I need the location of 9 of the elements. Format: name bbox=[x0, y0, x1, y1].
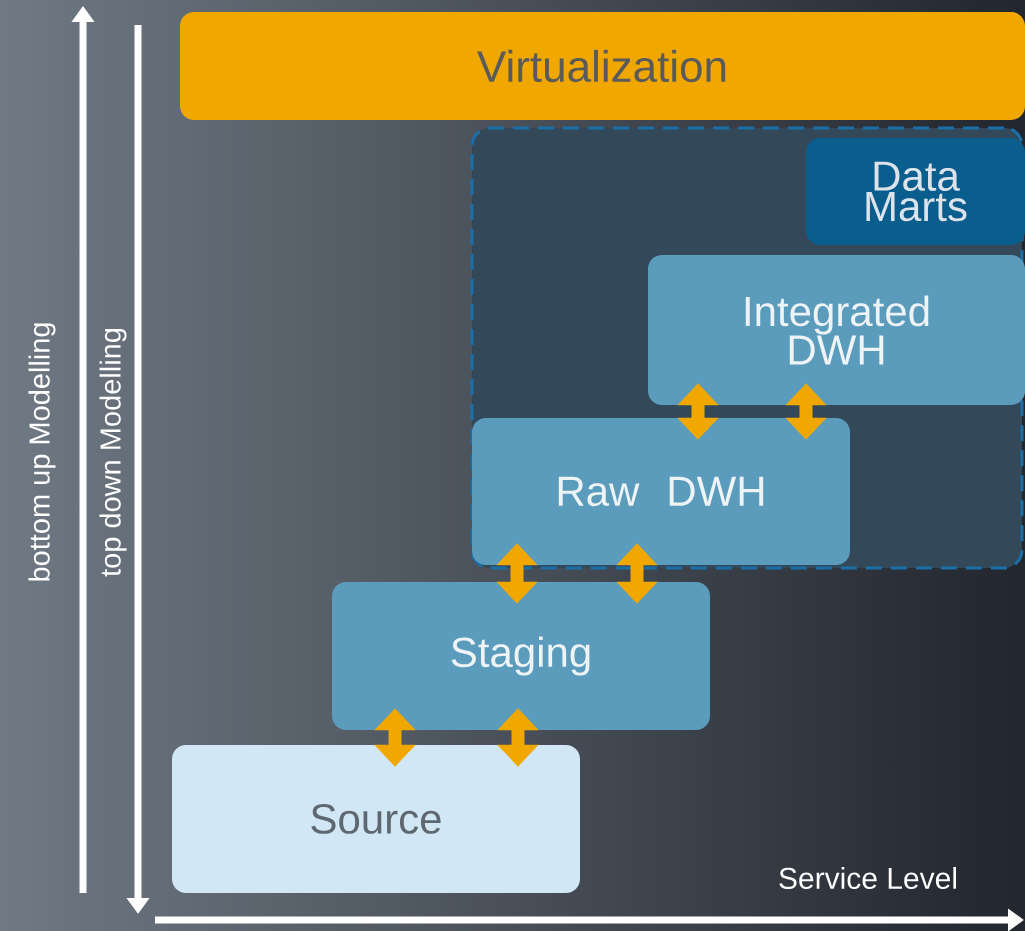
axis-label: Service Level bbox=[779, 866, 956, 889]
axis-label: bottom up Modelling bbox=[28, 323, 56, 581]
layer-box: Virtualization bbox=[180, 12, 1025, 120]
layer-box: Data Marts bbox=[806, 138, 1025, 245]
layer-box: Raw DWH bbox=[472, 418, 850, 565]
layer-box: Integrated DWH bbox=[648, 255, 1025, 405]
layer-box: Staging bbox=[332, 582, 710, 730]
layer-box: Source bbox=[172, 745, 580, 893]
axis-label: top down Modelling bbox=[99, 329, 127, 577]
